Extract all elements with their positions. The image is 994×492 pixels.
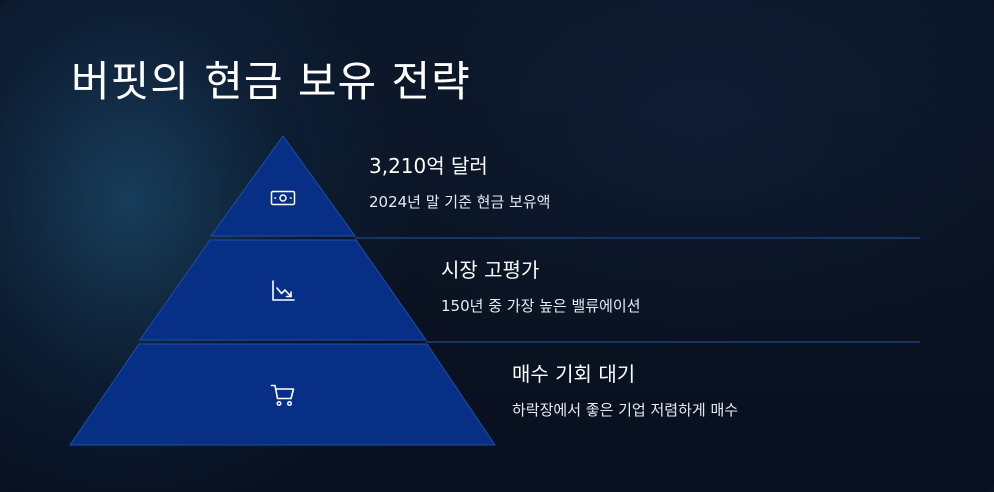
pyramid-tier-3 [69,343,496,446]
tier-2-text: 시장 고평가 150년 중 가장 높은 밸류에이션 [441,258,641,316]
shopping-cart-icon [270,384,295,407]
tier-3-heading: 매수 기회 대기 [512,362,636,386]
slide-title: 버핏의 현금 보유 전략 [71,57,471,106]
banknote-icon [270,190,296,206]
tier-1-heading: 3,210억 달러 [369,154,488,178]
tier-1-description: 2024년 말 기준 현금 보유액 [369,193,551,211]
tier-1-text: 3,210억 달러 2024년 말 기준 현금 보유액 [369,154,550,212]
chart-down-icon [272,280,295,301]
tier-2-description: 150년 중 가장 높은 밸류에이션 [441,297,641,315]
pyramid-tier-1 [210,135,356,237]
tier-3-description: 하락장에서 좋은 기업 저렴하게 매수 [512,401,739,419]
tier-2-heading: 시장 고평가 [441,258,540,282]
tier-3-text: 매수 기회 대기 하락장에서 좋은 기업 저렴하게 매수 [512,362,738,420]
pyramid-tier-2 [139,239,427,341]
